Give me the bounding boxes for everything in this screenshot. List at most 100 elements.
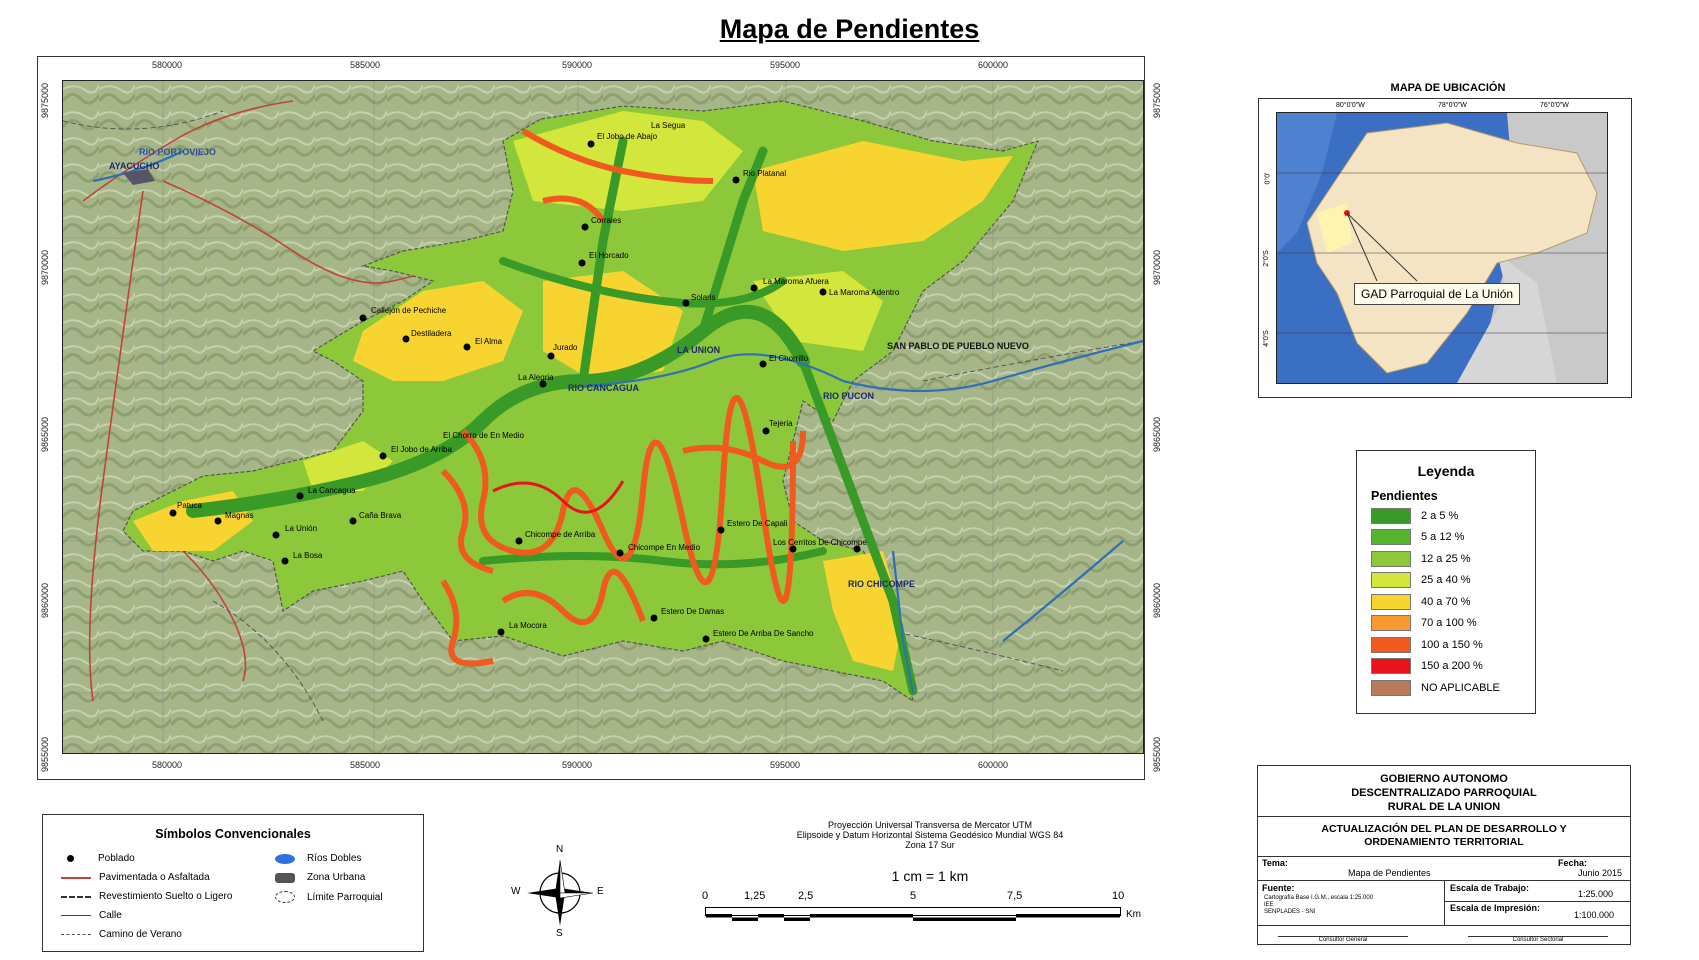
street-line-icon bbox=[61, 915, 91, 916]
place-label: Chicompe de Arriba bbox=[525, 530, 596, 539]
place-label: El Jobo de Arriba bbox=[391, 445, 452, 454]
fecha-label: Fecha: bbox=[1558, 858, 1588, 868]
x-tick-bottom: 585000 bbox=[350, 760, 381, 770]
place-label: La Segua bbox=[651, 121, 686, 130]
legend-item: 150 a 200 % bbox=[1371, 656, 1535, 678]
legend-label: 2 a 5 % bbox=[1421, 509, 1459, 522]
escala-trabajo-label: Escala de Trabajo: bbox=[1450, 883, 1530, 893]
urban-zone bbox=[123, 169, 155, 185]
town-label: SAN PABLO DE PUEBLO NUEVO bbox=[887, 341, 1029, 351]
legend-label: 12 a 25 % bbox=[1421, 552, 1471, 565]
symbol-label: Límite Parroquial bbox=[307, 891, 383, 903]
north-arrow: N S E W bbox=[511, 844, 605, 939]
legend-item: 2 a 5 % bbox=[1371, 505, 1535, 527]
x-tick-top: 585000 bbox=[350, 60, 381, 70]
symbol-limite: Límite Parroquial bbox=[275, 891, 383, 903]
urban-icon bbox=[275, 872, 295, 883]
scale-tick: 0 bbox=[702, 890, 709, 902]
ecuador-land bbox=[1306, 122, 1598, 374]
symbol-label: Ríos Dobles bbox=[307, 853, 362, 864]
place-label: Rio Platanal bbox=[743, 169, 787, 178]
scale-tick: 10 bbox=[1112, 890, 1125, 902]
symbol-label: Pavimentada o Asfaltada bbox=[99, 872, 210, 883]
place-label: El Chorrillo bbox=[769, 354, 809, 363]
org-line: GOBIERNO AUTONOMO bbox=[1380, 773, 1508, 785]
place-label: Patuca bbox=[177, 501, 202, 510]
legend-label: NO APLICABLE bbox=[1421, 681, 1500, 694]
x-tick-bottom: 590000 bbox=[562, 760, 593, 770]
place-label: Estero De Damas bbox=[661, 607, 725, 616]
slope-map-svg bbox=[63, 81, 1143, 753]
rivers bbox=[92, 150, 1143, 694]
fuente-line: IEE bbox=[1264, 902, 1274, 908]
locator-title: MAPA DE UBICACIÓN bbox=[1390, 82, 1506, 94]
steep-slopes bbox=[440, 128, 806, 667]
river-label: RIO PORTOVIEJO bbox=[139, 147, 216, 157]
scale-tick: 1,25 bbox=[744, 890, 766, 902]
symbol-rios: Ríos Dobles bbox=[275, 853, 361, 864]
locator-svg bbox=[1277, 113, 1607, 383]
legend-item: 70 a 100 % bbox=[1371, 613, 1535, 635]
scale-bar bbox=[705, 907, 1121, 921]
place-label: La Unión bbox=[285, 524, 318, 533]
legend-label: 150 a 200 % bbox=[1421, 660, 1483, 673]
signature-line: Consultor General bbox=[1278, 936, 1408, 943]
place-label: Chicompe En Medio bbox=[628, 543, 701, 552]
legend-label: 25 a 40 % bbox=[1421, 574, 1471, 587]
legend-item: 40 a 70 % bbox=[1371, 591, 1535, 613]
symbol-label: Zona Urbana bbox=[307, 872, 366, 883]
fuente-line: Cartografía Base I.G.M., escala 1:25.000 bbox=[1264, 895, 1374, 901]
town-label: AYACUCHO bbox=[109, 161, 160, 171]
y-tick-right: 9875000 bbox=[1152, 82, 1162, 118]
place-label: El Horcado bbox=[589, 251, 629, 260]
place-label: La Mocora bbox=[509, 621, 547, 630]
place-label: Destiladera bbox=[411, 329, 452, 338]
fecha-value: Junio 2015 bbox=[1578, 868, 1623, 878]
legend-item: 100 a 150 % bbox=[1371, 634, 1535, 656]
x-tick-top: 590000 bbox=[562, 60, 593, 70]
projection-line: Proyección Universal Transversa de Merca… bbox=[827, 820, 1033, 830]
legend-label: 5 a 12 % bbox=[1421, 531, 1465, 544]
symbol-zona: Zona Urbana bbox=[275, 872, 365, 883]
place-label: La Maroma Afuera bbox=[763, 277, 829, 286]
y-tick-left: 9875000 bbox=[40, 82, 50, 118]
unpaved-roads bbox=[63, 110, 1143, 722]
legend-swatch bbox=[1371, 529, 1411, 546]
slope-map[interactable]: RIO PORTOVIEJO AYACUCHO RIO CANCAGUA RIO… bbox=[62, 80, 1144, 754]
locator-tick: 2°0'S bbox=[1262, 250, 1270, 267]
river-label: RIO PUCON bbox=[823, 391, 875, 401]
scale-unit: Km bbox=[1126, 909, 1141, 920]
y-tick-left: 9870000 bbox=[40, 249, 50, 285]
project-line: ACTUALIZACIÓN DEL PLAN DE DESARROLLO Y bbox=[1321, 823, 1567, 835]
scale-tick: 2,5 bbox=[798, 890, 814, 902]
place-label: La Cancagua bbox=[308, 486, 356, 495]
legend-item: 25 a 40 % bbox=[1371, 570, 1535, 592]
place-label: Callejón de Pechiche bbox=[371, 306, 447, 315]
y-tick-right: 9860000 bbox=[1152, 582, 1162, 618]
east-label: E bbox=[597, 886, 604, 897]
place-label: La Maroma Adentro bbox=[829, 288, 900, 297]
scale-label: 1 cm = 1 km bbox=[891, 868, 969, 884]
locator-tick: 78°0'0"W bbox=[1438, 102, 1467, 109]
symbol-camino: Camino de Verano bbox=[61, 929, 182, 940]
locator-map[interactable] bbox=[1276, 112, 1608, 384]
locator-tick: 80°0'0"W bbox=[1336, 102, 1365, 109]
place-label: El Chorro de En Medio bbox=[443, 431, 524, 440]
y-tick-left: 9860000 bbox=[40, 582, 50, 618]
fuente-label: Fuente: bbox=[1262, 883, 1295, 893]
symbol-pavimentada: Pavimentada o Asfaltada bbox=[61, 872, 210, 883]
tema-label: Tema: bbox=[1262, 858, 1288, 868]
legend: Leyenda Pendientes 2 a 5 %5 a 12 %12 a 2… bbox=[1356, 450, 1536, 714]
locator-tick: 76°0'0"W bbox=[1540, 102, 1569, 109]
legend-swatch bbox=[1371, 593, 1411, 610]
west-label: W bbox=[511, 886, 521, 897]
boundary-icon bbox=[275, 891, 295, 903]
y-tick-right: 9865000 bbox=[1152, 416, 1162, 452]
legend-items: 2 a 5 % 5 a 12 % 12 a 25 % 25 a 40 % 40 a 70… bbox=[1357, 505, 1535, 699]
x-tick-bottom: 595000 bbox=[770, 760, 801, 770]
tema-value: Mapa de Pendientes bbox=[1348, 868, 1431, 878]
project-line: ORDENAMIENTO TERRITORIAL bbox=[1364, 836, 1524, 848]
point-icon bbox=[67, 855, 74, 862]
south-label: S bbox=[556, 928, 563, 939]
legend-swatch bbox=[1371, 679, 1411, 696]
